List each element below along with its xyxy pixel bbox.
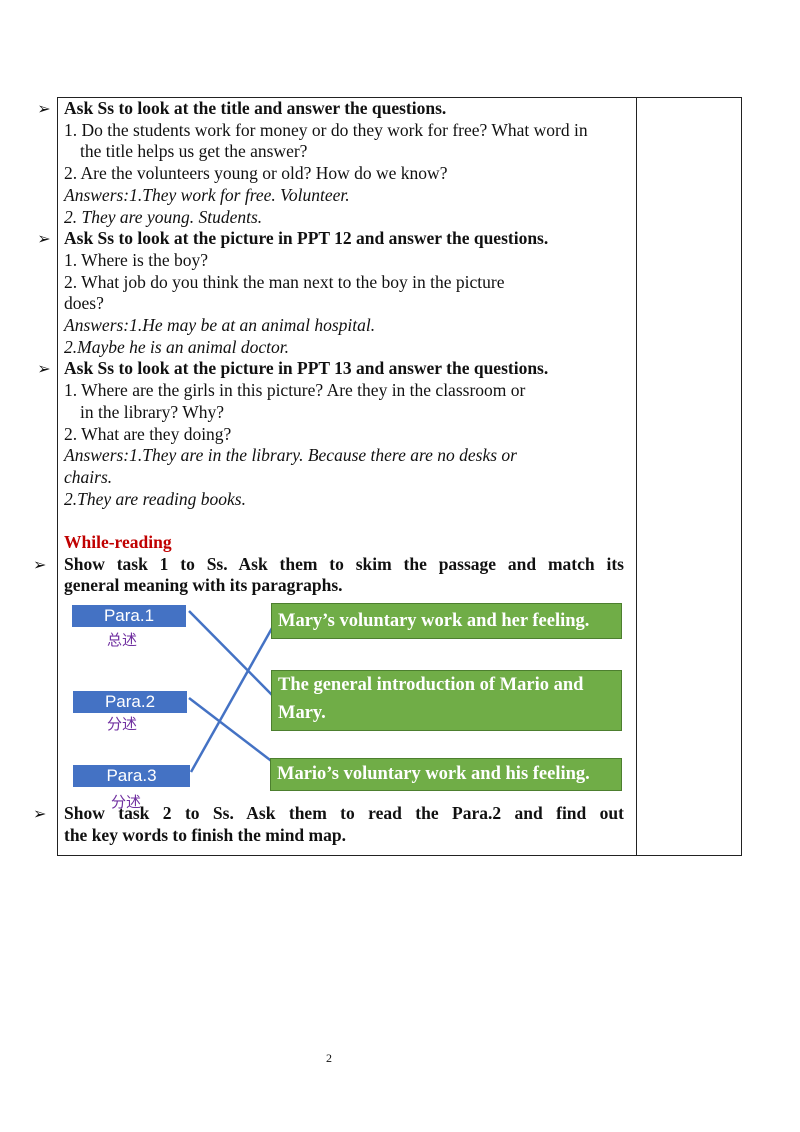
para2-cn-label: 分述 <box>107 715 138 734</box>
section1-q2: 2. Are the volunteers young or old? How … <box>64 163 448 184</box>
section2-q2-line2: does? <box>64 293 104 314</box>
match-line-para2-box3 <box>188 697 275 765</box>
meaning-box-general-line1: The general introduction of Mario and <box>278 675 584 696</box>
section2-answer1: Answers:1.He may be at an animal hospita… <box>64 315 376 336</box>
section3-q2: 2. What are they doing? <box>64 423 232 444</box>
section2-answer2: 2.Maybe he is an animal doctor. <box>64 336 290 357</box>
para2-box: Para.2 <box>73 691 187 714</box>
task1-line1: Show task 1 to Ss. Ask them to skim the … <box>64 553 624 574</box>
task1-line1-wrap: ➢ Show task 1 to Ss. Ask them to skim th… <box>33 553 624 576</box>
task1-line2: general meaning with its paragraphs. <box>64 575 343 596</box>
section3-heading: Ask Ss to look at the picture in PPT 13 … <box>64 358 549 379</box>
section3-answer2: 2.They are reading books. <box>64 488 246 509</box>
bullet-arrow-icon: ➢ <box>33 804 47 824</box>
para1-cn-label: 总述 <box>107 631 138 650</box>
bullet-arrow-icon: ➢ <box>37 99 51 118</box>
match-line-para1-box2 <box>188 610 275 699</box>
bullet-arrow-icon: ➢ <box>37 229 51 249</box>
section1-heading-line: ➢ Ask Ss to look at the title and answer… <box>37 98 624 120</box>
section2-q1: 1. Where is the boy? <box>64 249 209 270</box>
bullet-arrow-icon: ➢ <box>37 359 51 379</box>
section2-q2-line1: 2. What job do you think the man next to… <box>64 271 505 292</box>
task2-line1-wrap: ➢ Show task 2 to Ss. Ask them to read th… <box>33 803 624 825</box>
column-divider <box>636 98 637 855</box>
section3-heading-line: ➢ Ask Ss to look at the picture in PPT 1… <box>37 358 624 380</box>
lesson-table <box>57 97 742 856</box>
para1-box: Para.1 <box>72 605 186 628</box>
meaning-box-general-line2: Mary. <box>278 703 326 724</box>
task2-line1: Show task 2 to Ss. Ask them to read the … <box>64 803 624 824</box>
section3-q1-line2: in the library? Why? <box>80 401 224 422</box>
section1-q1-line1: 1. Do the students work for money or do … <box>64 119 588 140</box>
section3-q1-line1: 1. Where are the girls in this picture? … <box>64 380 526 401</box>
meaning-box-general: The general introduction of Mario and Ma… <box>271 670 622 732</box>
section3-answer1-line1: Answers:1.They are in the library. Becau… <box>64 445 517 466</box>
blank-line <box>64 510 624 532</box>
bullet-arrow-icon: ➢ <box>33 554 47 574</box>
meaning-box-mario: Mario’s voluntary work and his feeling. <box>270 758 622 792</box>
section1-heading: Ask Ss to look at the title and answer t… <box>64 98 447 118</box>
section1-answer1: Answers:1.They work for free. Volunteer. <box>64 184 350 205</box>
lesson-content: ➢ Ask Ss to look at the title and answer… <box>33 98 624 847</box>
section3-answer1-line2: chairs. <box>64 466 113 487</box>
while-reading-heading: While-reading <box>64 532 172 553</box>
matching-lines <box>188 610 278 773</box>
page-number: 2 <box>326 1051 332 1065</box>
section2-heading-line: ➢ Ask Ss to look at the picture in PPT 1… <box>37 228 624 250</box>
para3-cn-label: 分述 <box>111 793 142 812</box>
meaning-box-mary: Mary’s voluntary work and her feeling. <box>271 603 622 640</box>
section2-heading: Ask Ss to look at the picture in PPT 12 … <box>64 228 549 249</box>
para3-box: Para.3 <box>73 765 190 788</box>
matching-diagram: Para.1 总述 Para.2 分述 Para.3 分述 Mary’s vol… <box>64 597 624 811</box>
section1-answer2: 2. They are young. Students. <box>64 206 263 227</box>
task2-line2: the key words to finish the mind map. <box>64 824 346 845</box>
section1-q1-line2: the title helps us get the answer? <box>80 141 308 162</box>
match-line-para3-box1 <box>189 620 278 773</box>
